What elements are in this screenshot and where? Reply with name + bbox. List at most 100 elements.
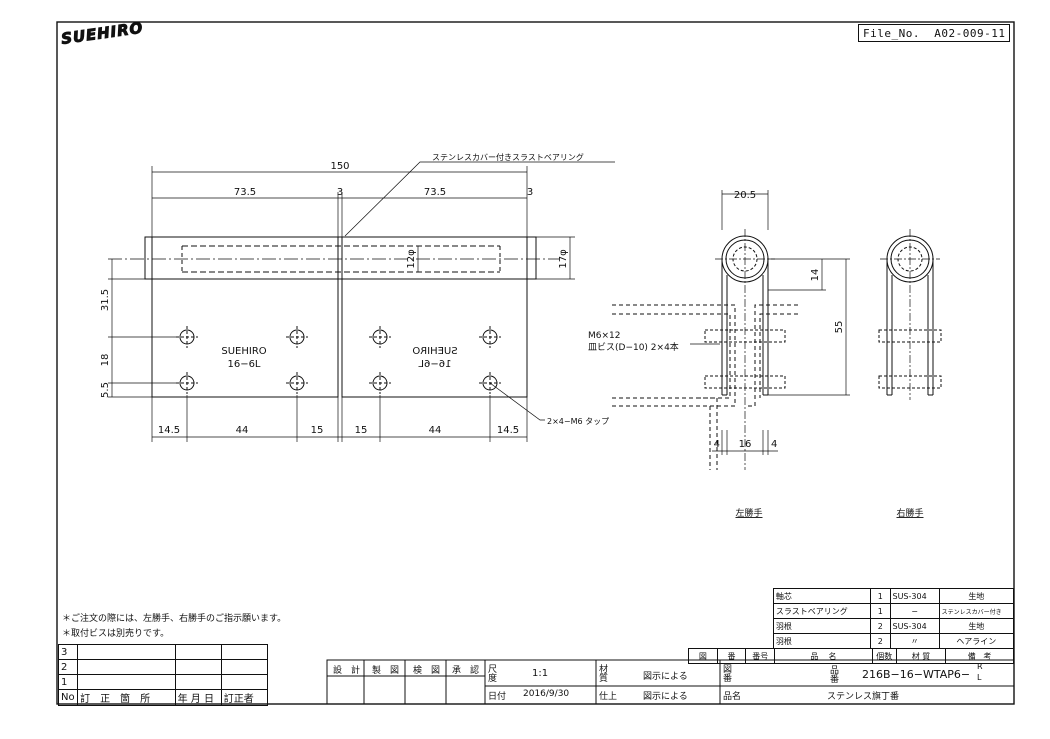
part-name: 軸芯 — [772, 588, 872, 604]
side-dim-55: 55 — [834, 321, 845, 334]
dim-v2: 18 — [100, 354, 111, 367]
ph-no: 番 — [716, 648, 747, 664]
callout-bearing: ステンレスカバー付きスラストベアリング — [432, 152, 584, 162]
note-1: ＊ご注文の際には、左勝手、右勝手のご指示願います。 — [62, 614, 287, 624]
part-qty: 2 — [870, 618, 891, 634]
role-approve: 承 認 — [452, 666, 480, 676]
rev-header-no: No — [57, 689, 79, 706]
callout-screw-1: M6×12 — [588, 331, 620, 341]
ph-note-2: 考 — [983, 651, 992, 661]
ph-drawing: 図 — [688, 648, 718, 664]
side-view-left — [612, 190, 850, 470]
side-dim-4a: 4 — [714, 439, 720, 450]
rev-header-date: 年 月 日 — [174, 689, 222, 706]
title-block: 設 計 製 図 検 図 承 認 尺度 1:1 日付 2016/9/30 材質 図… — [327, 660, 1014, 704]
side-dim-4b: 4 — [771, 439, 777, 450]
name-label: 品名 — [723, 692, 742, 702]
dim-overall: 150 — [330, 161, 349, 172]
part-no: 216B−16−WTAP6− — [862, 668, 971, 681]
role-draft: 製 図 — [372, 666, 400, 676]
side-dim-top: 20.5 — [734, 190, 756, 201]
ph-material-2: 質 — [922, 651, 931, 661]
ph-name-1: 品 — [810, 651, 819, 661]
scale-label: 尺度 — [488, 665, 498, 684]
suehiro-logo: SUEHIRO — [60, 18, 145, 48]
dim-b1: 14.5 — [158, 425, 180, 436]
date-value: 2016/9/30 — [523, 689, 570, 699]
part-qty: 2 — [870, 633, 891, 649]
dim-b2: 44 — [236, 425, 249, 436]
logo-text: SUEHIRO — [60, 19, 144, 48]
file-number: File_No. A02-009-11 — [858, 24, 1010, 42]
finish-label: 仕上 — [599, 692, 618, 702]
callout-screw-2: 皿ビス(D−10) 2×4本 — [588, 341, 679, 353]
ph-note: 備 考 — [945, 648, 1014, 664]
parts-header: 図 番 番号 品 名 個数 材 質 備 考 — [688, 648, 1014, 664]
side-dim-16: 16 — [739, 439, 752, 450]
table-row: No 訂 正 箇 所 年 月 日 訂正者 — [57, 689, 269, 706]
part-material: − — [889, 603, 940, 619]
note-2: ＊取付ビスは別売りです。 — [62, 629, 170, 639]
callout-tap: 2×4−M6 タップ — [547, 417, 609, 426]
part-note: ステンレスカバー付き — [938, 603, 1015, 619]
ph-note-1: 備 — [967, 651, 976, 661]
part-no-suffix-l: L — [977, 673, 982, 682]
dim-v1: 31.5 — [100, 289, 111, 311]
part-name: 羽根 — [772, 633, 872, 649]
dim-b3: 15 — [311, 425, 324, 436]
side-dim-14: 14 — [810, 269, 821, 282]
product-name: ステンレス旗丁番 — [827, 692, 900, 702]
finish-value: 図示による — [643, 692, 688, 702]
dim-gap2: 3 — [527, 187, 533, 198]
ph-name: 品 名 — [774, 648, 873, 664]
dim-left-half: 73.5 — [234, 187, 256, 198]
ph-material: 材 質 — [895, 648, 947, 664]
front-view — [108, 236, 560, 398]
dim-gap1: 3 — [337, 187, 343, 198]
ph-code: 番号 — [745, 648, 776, 664]
date-label: 日付 — [488, 692, 507, 702]
rev-no-1: 1 — [57, 674, 79, 690]
rev-no-3: 3 — [57, 644, 79, 660]
dim-pin-dia: 12φ — [406, 249, 417, 269]
leaf-right-mark-1: SUEHIRO — [412, 346, 457, 357]
rev-no-2: 2 — [57, 659, 79, 675]
part-note: 生地 — [938, 618, 1015, 634]
part-qty: 1 — [870, 588, 891, 604]
ph-name-2: 名 — [828, 651, 837, 661]
part-material: SUS-304 — [889, 588, 940, 604]
leaf-right-mark-2: 16−6L — [418, 359, 451, 370]
title-block-frame — [326, 659, 1015, 705]
leaf-left-mark-2: 16−6L — [227, 359, 260, 370]
dim-b5: 44 — [429, 425, 442, 436]
label-left-hand: 左勝手 — [735, 507, 762, 519]
revision-table: 3 2 1 No 訂 正 箇 所 年 月 日 訂正者 — [57, 644, 269, 706]
part-note: ヘアライン — [938, 633, 1015, 649]
dim-knuckle-dia: 17φ — [558, 249, 569, 269]
ph-material-1: 材 — [911, 651, 920, 661]
dim-right-half: 73.5 — [424, 187, 446, 198]
rev-header-person: 訂正者 — [220, 689, 269, 706]
file-number-value: A02-009-11 — [934, 27, 1006, 40]
part-name: スラストベアリング — [772, 603, 872, 619]
role-design: 設 計 — [333, 666, 361, 676]
drawing-no-label: 図番 — [723, 665, 733, 684]
front-dimensions — [108, 161, 615, 442]
part-no-suffix-r: R — [977, 662, 983, 671]
label-right-hand: 右勝手 — [896, 507, 923, 519]
part-qty: 1 — [870, 603, 891, 619]
dim-b4: 15 — [355, 425, 368, 436]
table-row: 図 番 番号 品 名 個数 材 質 備 考 — [688, 648, 1014, 664]
material-value: 図示による — [643, 672, 688, 682]
rev-header-place: 訂 正 箇 所 — [77, 689, 176, 706]
table-row: 2 — [57, 659, 269, 675]
material-label: 材質 — [599, 665, 609, 684]
file-number-label: File_No. — [863, 27, 920, 40]
part-name: 羽根 — [772, 618, 872, 634]
side-view-right — [878, 229, 942, 400]
dim-v3: 5.5 — [100, 382, 111, 398]
